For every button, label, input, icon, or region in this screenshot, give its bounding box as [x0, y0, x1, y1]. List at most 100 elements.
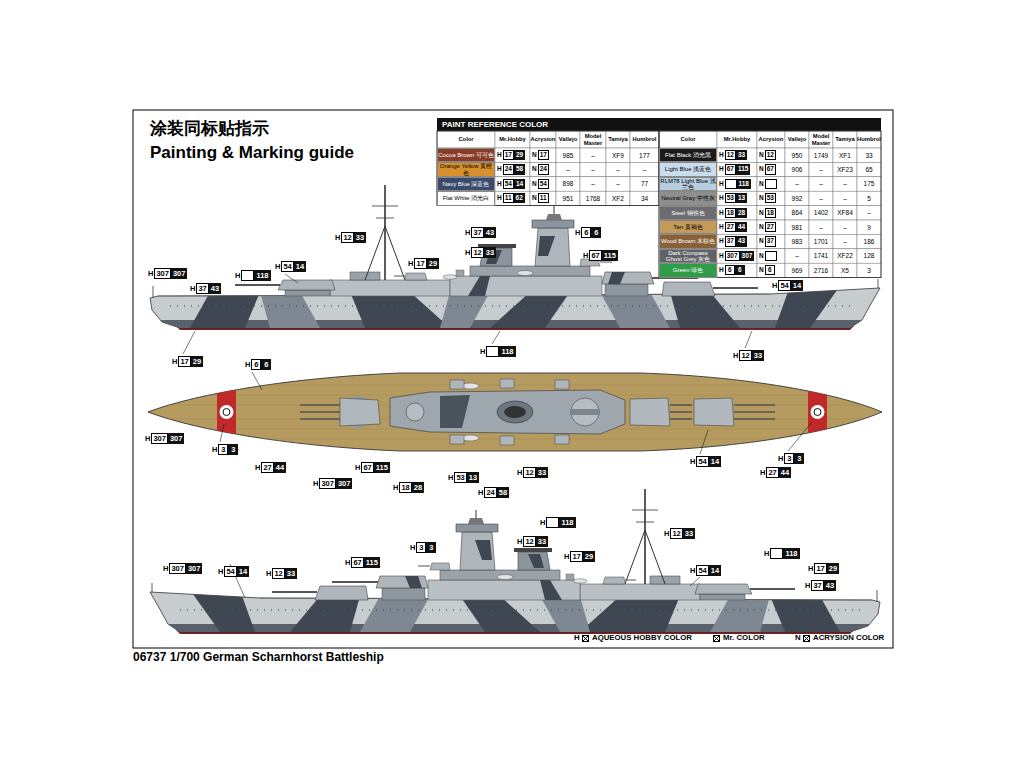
- color-system-letter: H: [335, 233, 340, 242]
- column-header: Humbrol: [633, 136, 657, 142]
- color-system-letter: H: [517, 537, 522, 546]
- alt-paint-number: 14: [791, 280, 803, 291]
- table-cell: –: [833, 191, 857, 205]
- blank-box: [770, 548, 783, 559]
- color-system-letter: H: [163, 564, 168, 573]
- table-cell: 1768: [580, 191, 606, 205]
- callout-chip: H2744: [719, 222, 747, 232]
- color-system-letter: H: [235, 271, 240, 280]
- color-system-letter: N: [759, 209, 764, 217]
- callout-chip: H66: [575, 227, 601, 238]
- alt-paint-number: 29: [583, 551, 595, 562]
- table-cell: 186: [857, 234, 881, 248]
- paint-number: 6: [725, 265, 735, 275]
- table-cell: Model Master: [809, 131, 833, 148]
- color-system-letter: H: [478, 488, 483, 497]
- color-swatch: Flat Black 消光黑: [659, 148, 717, 162]
- color-system-letter: H: [266, 569, 271, 578]
- table-cell: –: [809, 162, 833, 176]
- text-holder: PAINT REFERENCE COLOR: [442, 120, 548, 129]
- callout-chip: N17: [532, 150, 549, 160]
- color-name: Flat White 消光白: [443, 195, 490, 201]
- alt-paint-number: 307: [740, 251, 755, 261]
- paint-code: XF2: [612, 195, 624, 202]
- callout-chip: H67115: [355, 462, 390, 473]
- table-cell: –: [556, 162, 580, 176]
- paint-number: 54: [281, 261, 293, 272]
- alt-paint-number: 115: [736, 164, 751, 174]
- alt-paint-number: 13: [736, 193, 747, 203]
- callout-chip: H1233: [733, 350, 764, 361]
- alt-paint-number: 3: [426, 542, 436, 553]
- blank-box: [241, 270, 254, 281]
- callout-chip: H1729: [497, 150, 525, 160]
- color-system-letter: H: [355, 463, 360, 472]
- paint-number: 12: [471, 247, 483, 258]
- table-cell: –: [857, 206, 881, 220]
- paint-number: 54: [696, 456, 708, 467]
- callout-chip: N27: [759, 222, 776, 232]
- color-system-letter: H: [719, 266, 724, 274]
- color-system-letter: H: [393, 483, 398, 492]
- callout-chip: H2744: [255, 462, 286, 473]
- paint-number: 12: [523, 467, 535, 478]
- paint-number: 67: [725, 164, 736, 174]
- legend-icon: [582, 635, 589, 642]
- alt-paint-number: 29: [191, 356, 203, 367]
- table-cell: 906: [785, 162, 809, 176]
- paint-code: X5: [841, 267, 849, 274]
- alt-paint-number: 13: [467, 472, 479, 483]
- callout-chip: N67: [759, 164, 776, 174]
- color-system-letter: N: [795, 633, 801, 642]
- color-system-letter: H: [719, 151, 724, 159]
- color-swatch: Cocoa Brown 可可色: [437, 148, 495, 162]
- table-heading: PAINT REFERENCE COLOR: [442, 120, 548, 129]
- table-cell: 969: [785, 263, 809, 277]
- color-system-letter: N: [759, 180, 764, 188]
- callout-chip: H1233: [266, 568, 297, 579]
- paint-number: 3: [218, 444, 228, 455]
- table-cell: 1701: [809, 234, 833, 248]
- table-cell: Vallejo: [785, 131, 809, 148]
- table-cell: –: [785, 177, 809, 191]
- paint-number: 307: [725, 251, 740, 261]
- paint-number: 27: [766, 467, 778, 478]
- color-swatch: Green 绿色: [659, 263, 717, 277]
- paint-number: 37: [196, 283, 208, 294]
- callout-chip: H5414: [690, 456, 721, 467]
- table-cell: 983: [785, 234, 809, 248]
- paint-code: –: [843, 195, 847, 202]
- column-header: Vallejo: [559, 136, 577, 142]
- paint-code: XF9: [612, 152, 624, 159]
- color-system-letter: H: [345, 558, 350, 567]
- alt-paint-number: 3: [794, 453, 804, 464]
- table-cell: 992: [785, 191, 809, 205]
- column-header: Model Master: [580, 133, 606, 146]
- table-cell: XF1: [833, 148, 857, 162]
- callout-chip: H5414: [218, 566, 249, 577]
- alt-paint-number: 118: [737, 179, 752, 189]
- color-system-letter: N: [532, 151, 537, 159]
- color-system-letter: N: [759, 151, 764, 159]
- callout-chip: H307307: [145, 433, 184, 444]
- color-system-letter: H: [719, 237, 724, 245]
- legend-item: ACRYSION COLOR: [803, 634, 884, 643]
- paint-code: –: [843, 238, 847, 245]
- paint-number: 67: [765, 164, 776, 174]
- paint-number: 67: [589, 250, 601, 261]
- paint-number: 3: [416, 542, 426, 553]
- paint-number: 37: [765, 236, 776, 246]
- callout-chip: H33: [410, 542, 436, 553]
- color-system-letter: H: [808, 564, 813, 573]
- blank-box: [546, 517, 559, 528]
- callout-chip: H1729: [408, 258, 439, 269]
- callout-chip: H1233: [465, 247, 496, 258]
- color-system-letter: N: [759, 165, 764, 173]
- color-system-letter: H: [497, 165, 502, 173]
- blank-box: [486, 346, 499, 357]
- paint-number: 24: [538, 164, 549, 174]
- table-cell: Acrysion: [530, 131, 556, 148]
- callout-chip: H1233: [335, 232, 366, 243]
- paint-number: 18: [399, 482, 411, 493]
- paint-code: 950: [792, 152, 803, 159]
